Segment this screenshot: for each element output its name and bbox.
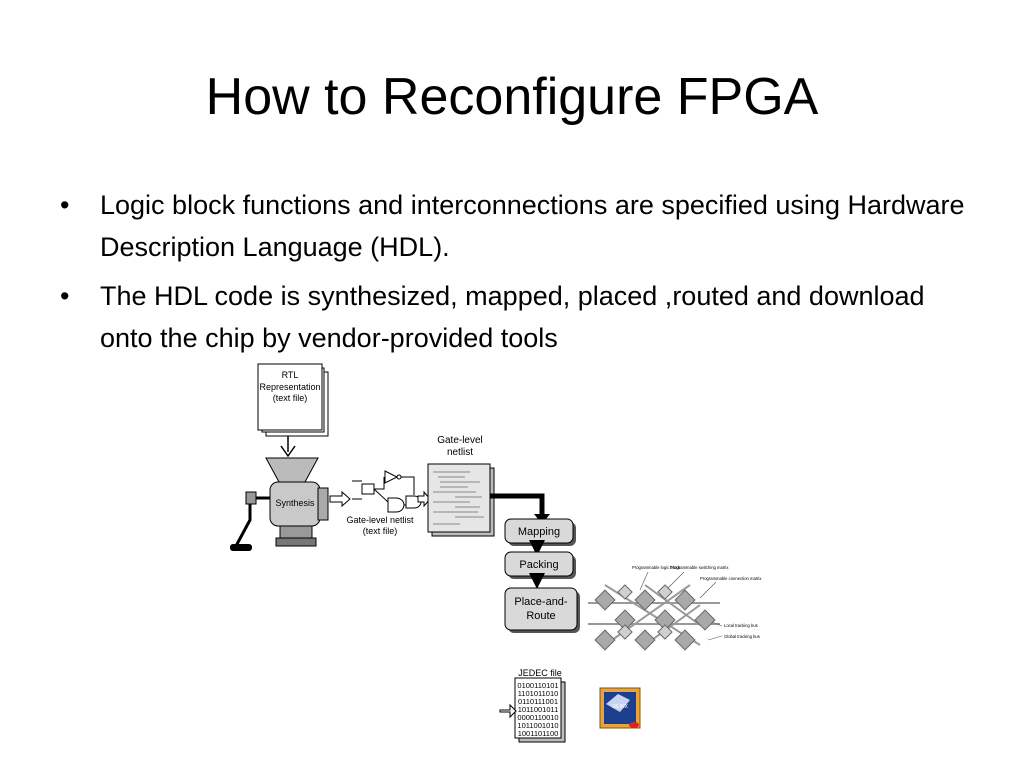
- synthesis-grinder-icon: Synthesis: [230, 457, 329, 551]
- jedec-bits-row: 1101011010: [518, 689, 559, 698]
- rtl-label-line2: Representation: [259, 382, 320, 392]
- jedec-bitstream: 0100110101 1101011010 0110111001 1011001…: [517, 681, 558, 738]
- gate-netlist-caption-line1: Gate-level netlist: [346, 515, 414, 525]
- packing-label: Packing: [519, 559, 558, 571]
- rtl-document-icon: RTL Representation (text file): [257, 363, 329, 437]
- synthesis-label: Synthesis: [275, 498, 315, 508]
- fpga-chip-icon: XILINX: [599, 687, 641, 729]
- fabric-label-logic-block: Programmable logic block: [632, 565, 681, 570]
- bullet-dot-icon: •: [60, 281, 70, 311]
- netlist-title-line1: Gate-level: [437, 435, 483, 446]
- rtl-arrow: [280, 436, 296, 458]
- fpga-fabric-diagram: [588, 571, 723, 651]
- logic-gates-icon: [352, 470, 422, 513]
- slide-title: How to Reconfigure FPGA: [205, 68, 819, 126]
- jedec-bits-row: 0100110101: [517, 681, 558, 690]
- chip-brand-text: XILINX: [612, 704, 629, 710]
- bullet-list: • Logic block functions and interconnect…: [60, 184, 980, 366]
- jedec-bits-row: 0000110010: [517, 713, 558, 722]
- jedec-bits-row: 0110111001: [518, 697, 558, 706]
- place-and-route-step: Place-and- Route: [504, 587, 580, 633]
- jedec-document-icon: [514, 677, 566, 743]
- netlist-document-icon: [427, 463, 495, 537]
- rtl-label-line3: (text file): [273, 393, 308, 403]
- netlist-to-mapping-arrow: [490, 493, 545, 516]
- fabric-label-switching-matrix: Programmable switching matrix: [670, 565, 729, 570]
- fabric-label-local-bus: Local tracking bus: [724, 623, 758, 628]
- mapping-step: Mapping: [504, 518, 576, 546]
- fabric-label-connection-matrix: Programmable connection matrix: [700, 576, 762, 581]
- bullet-dot-icon: •: [60, 190, 70, 220]
- gate-netlist-caption-line2: (text file): [363, 526, 398, 536]
- jedec-input-arrow: [499, 703, 517, 719]
- fabric-label-global-bus: Global tracking bus: [724, 634, 760, 639]
- place-route-label-line1: Place-and-: [514, 596, 568, 608]
- jedec-title: JEDEC file: [518, 668, 562, 678]
- mapping-label: Mapping: [518, 526, 560, 538]
- place-route-label-line2: Route: [526, 610, 555, 622]
- bullet-item-hdl: • Logic block functions and interconnect…: [60, 184, 980, 268]
- jedec-bits-row: 1001101100: [518, 729, 559, 738]
- bullet-text: Logic block functions and interconnectio…: [100, 190, 965, 262]
- netlist-title-line2: netlist: [447, 447, 473, 458]
- jedec-bits-row: 1011001010: [517, 721, 558, 730]
- jedec-bits-row: 1011001011: [518, 705, 559, 714]
- packing-step: Packing: [504, 551, 576, 579]
- bullet-item-tools: • The HDL code is synthesized, mapped, p…: [60, 275, 980, 359]
- rtl-label-line1: RTL: [282, 370, 299, 380]
- bullet-text: The HDL code is synthesized, mapped, pla…: [100, 281, 925, 353]
